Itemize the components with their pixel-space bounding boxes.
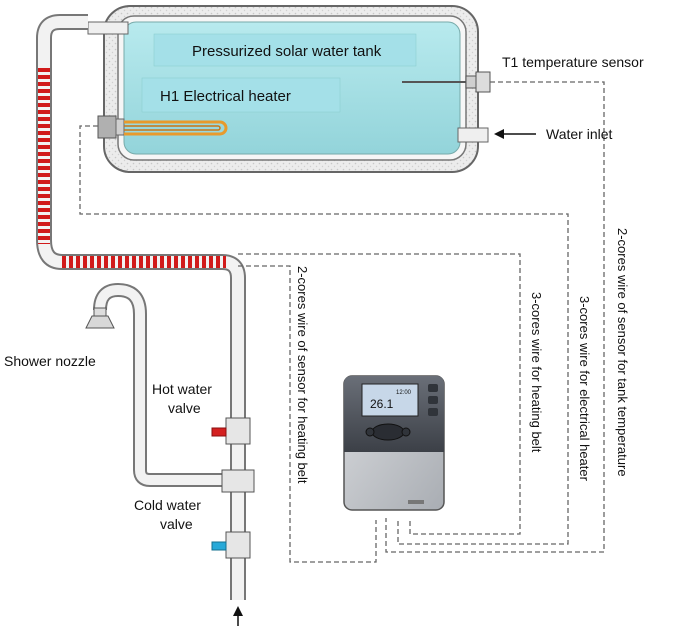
controller-buttons[interactable] bbox=[365, 384, 438, 441]
cold-valve-label-2: valve bbox=[160, 516, 193, 532]
t1-sensor-probe bbox=[402, 71, 491, 93]
shower-nozzle-label: Shower nozzle bbox=[4, 353, 96, 369]
cold-inlet-arrow bbox=[233, 606, 243, 626]
cold-water-valve[interactable] bbox=[211, 531, 251, 559]
wire-label-sensor-heating-belt: 2-cores wire of sensor for heating belt bbox=[295, 266, 310, 484]
water-inlet-arrow bbox=[494, 129, 536, 139]
controller-display-time: 12:00 bbox=[396, 390, 412, 396]
shower-nozzle-head bbox=[85, 307, 115, 329]
hot-valve-label-2: valve bbox=[168, 400, 201, 416]
t1-sensor-label: T1 temperature sensor bbox=[502, 54, 644, 70]
tank: Pressurized solar water tank H1 Electric… bbox=[87, 5, 491, 173]
inlet-stub bbox=[457, 127, 489, 143]
hot-valve-label-1: Hot water bbox=[152, 381, 212, 397]
controller-badge bbox=[408, 500, 424, 504]
controller-display bbox=[361, 383, 419, 417]
hot-pipe bbox=[36, 14, 246, 600]
cold-valve-label-1: Cold water bbox=[134, 497, 201, 513]
controller-display-value: 26.1 bbox=[370, 397, 394, 411]
heating-belt bbox=[38, 68, 226, 268]
heater-label-box bbox=[141, 77, 341, 113]
water-inlet-label: Water inlet bbox=[546, 126, 613, 142]
tank-title-box bbox=[153, 33, 417, 67]
wire-electrical-heater bbox=[79, 125, 569, 545]
heater-coil bbox=[97, 115, 228, 139]
tee-junction bbox=[221, 469, 255, 493]
shower-branch bbox=[85, 282, 230, 487]
hot-water-valve[interactable] bbox=[211, 417, 251, 445]
outlet-stub bbox=[87, 21, 129, 35]
wire-label-electrical-heater: 3-cores wire for electrical heater bbox=[577, 296, 592, 482]
controller: 26.1 12:00 bbox=[343, 375, 445, 511]
wire-heating-belt bbox=[238, 253, 521, 535]
wire-label-heating-belt: 3-cores wire for heating belt bbox=[529, 292, 544, 453]
tank-title: Pressurized solar water tank bbox=[192, 43, 382, 60]
wire-sensor-tank bbox=[385, 81, 605, 553]
wire-label-sensor-tank: 2-cores wire of sensor for tank temperat… bbox=[615, 228, 630, 477]
wire-sensor-heating-belt bbox=[238, 265, 377, 563]
heater-label: H1 Electrical heater bbox=[160, 88, 291, 105]
wires bbox=[79, 81, 605, 563]
